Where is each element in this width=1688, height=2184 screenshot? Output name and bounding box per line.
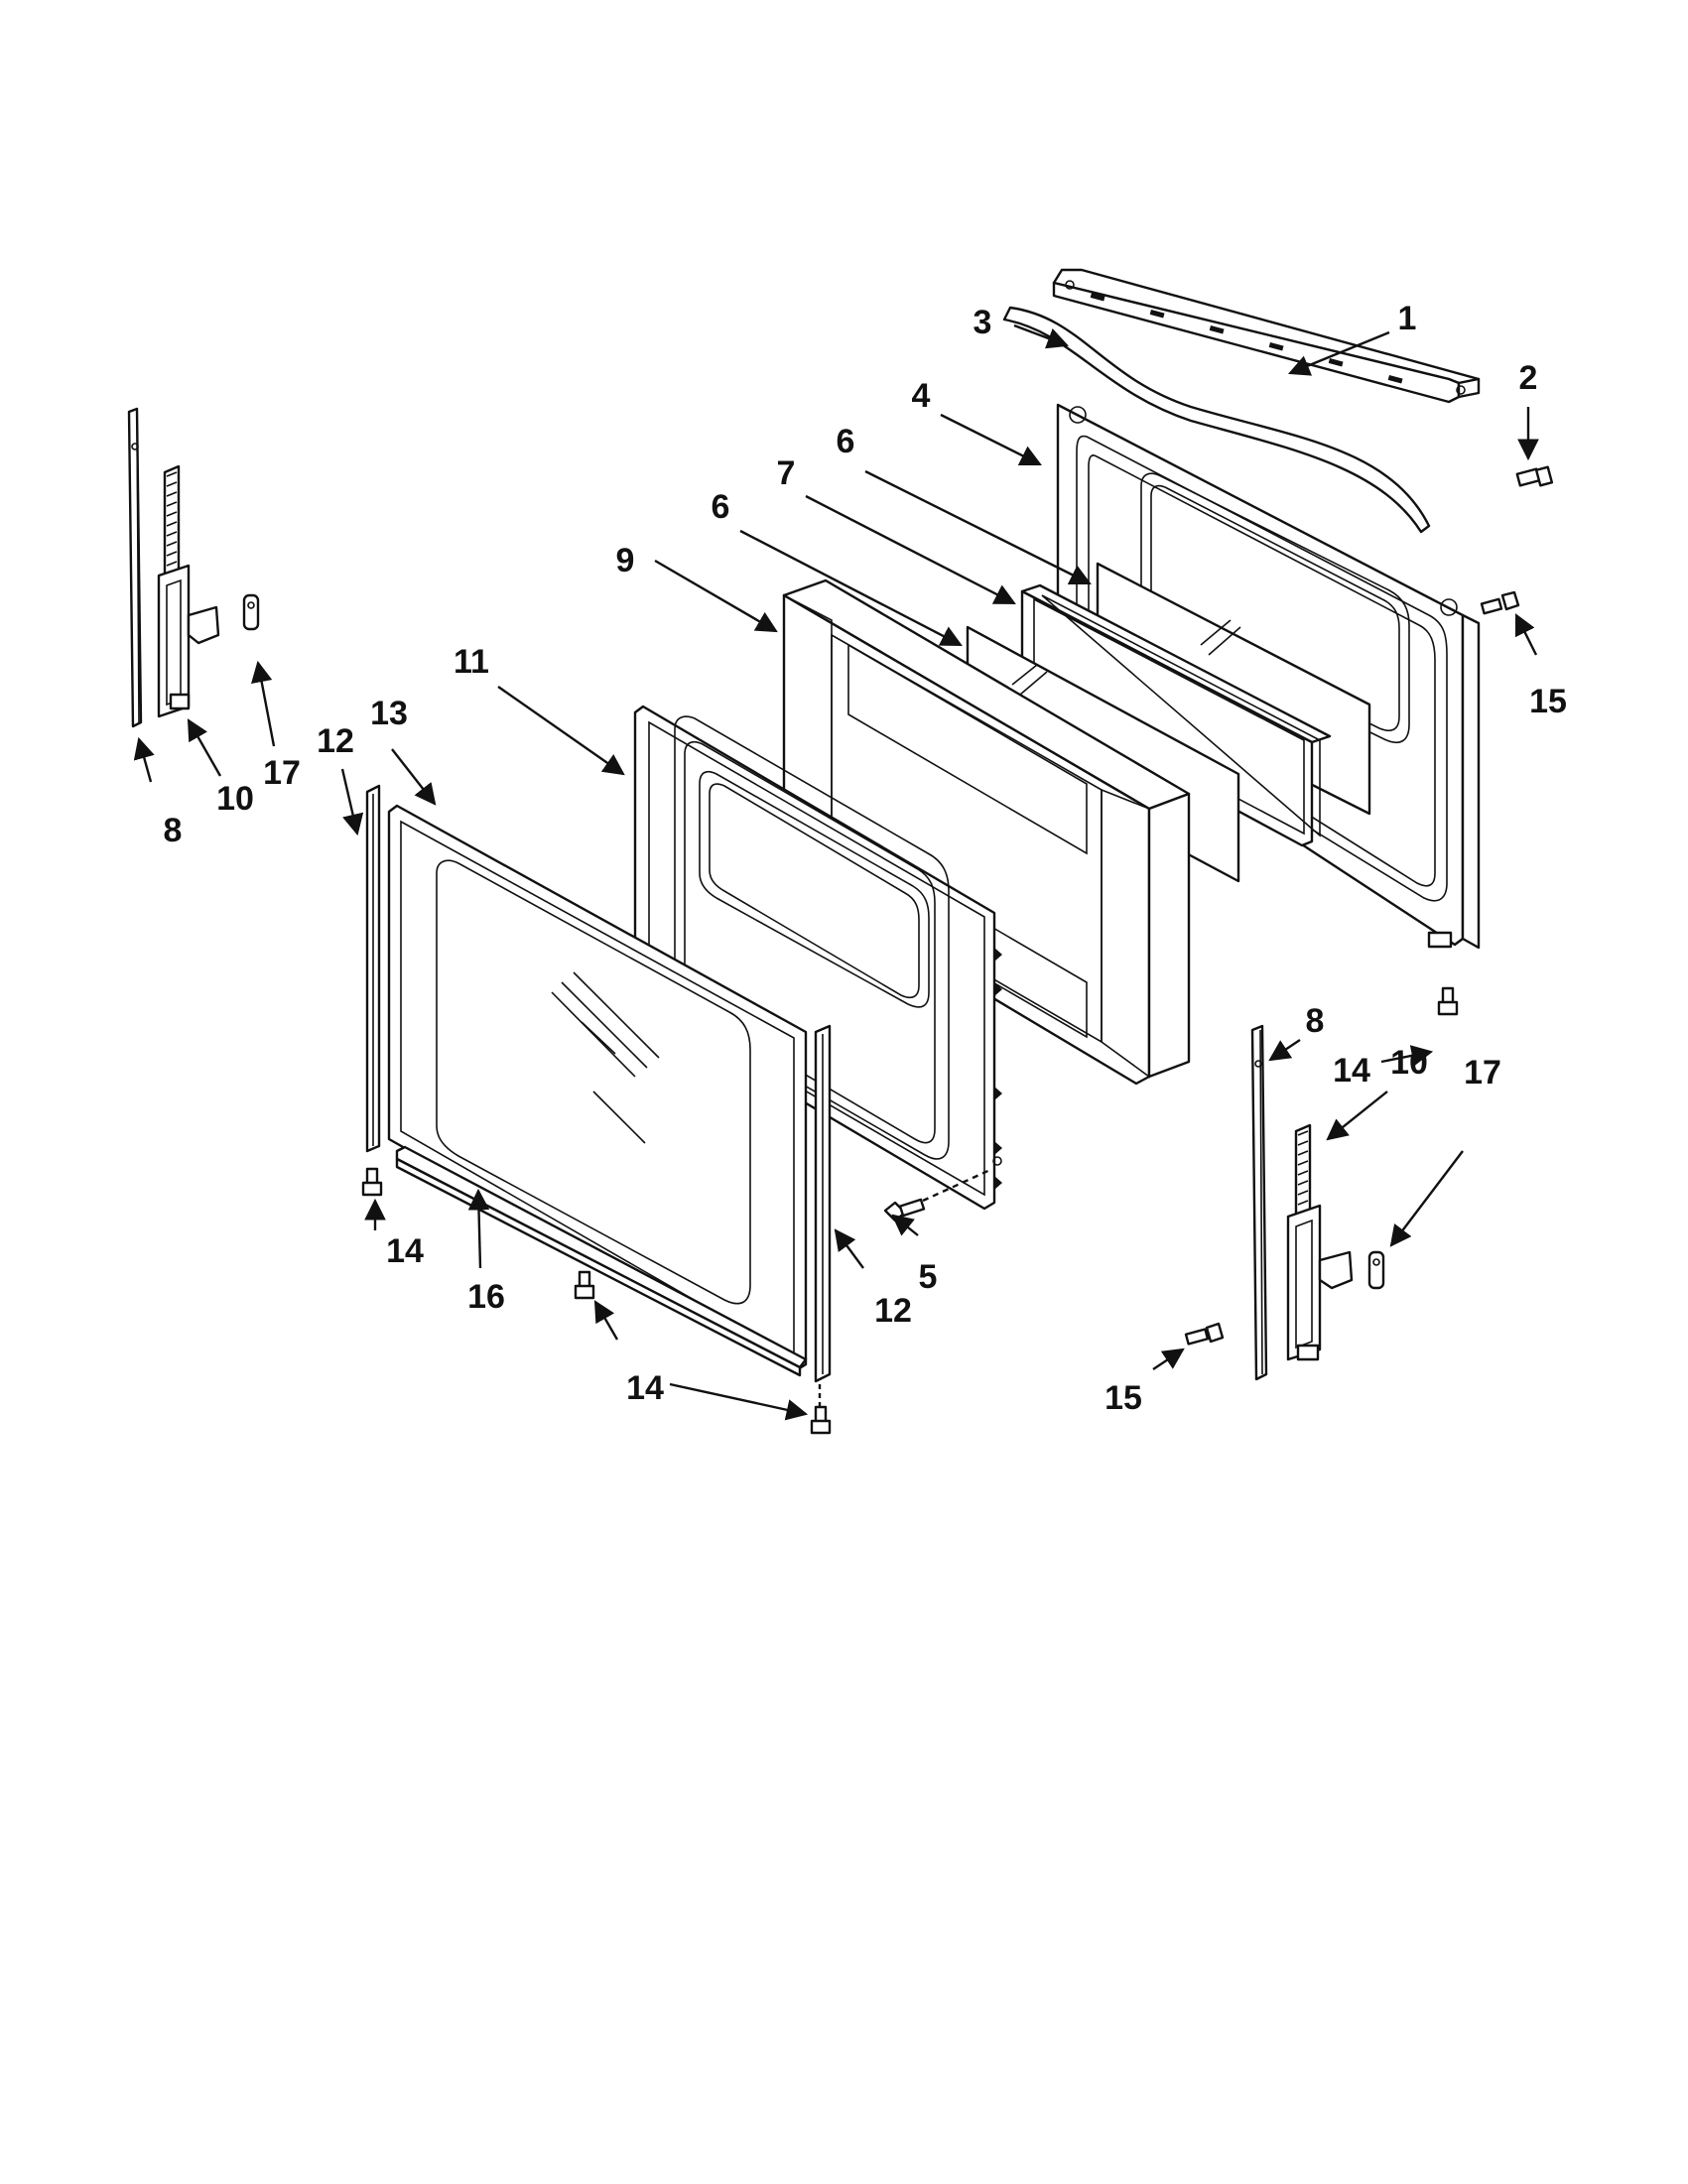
callout-13: 13 bbox=[370, 695, 408, 732]
callout-8-left: 8 bbox=[164, 812, 183, 849]
part-8-hinge-receiver-right bbox=[1250, 1024, 1268, 1381]
callout-16: 16 bbox=[467, 1278, 505, 1316]
callout-11: 11 bbox=[454, 643, 489, 681]
part-15-screw-top bbox=[1480, 590, 1520, 615]
part-9-insulation-frame bbox=[782, 578, 1191, 1086]
callout-15-bottom: 15 bbox=[1104, 1379, 1142, 1417]
callout-14-right: 14 bbox=[1333, 1052, 1370, 1090]
callout-5: 5 bbox=[919, 1258, 938, 1296]
callout-10-left: 10 bbox=[216, 780, 254, 818]
part-15-screw-bottom bbox=[1184, 1322, 1225, 1346]
callout-14-left: 14 bbox=[386, 1232, 424, 1270]
part-14-screw-left bbox=[361, 1167, 383, 1197]
callout-17-right: 17 bbox=[1464, 1054, 1501, 1092]
callout-10-right: 10 bbox=[1390, 1044, 1428, 1082]
part-2-screw bbox=[1515, 465, 1554, 487]
callout-9: 9 bbox=[616, 542, 635, 579]
part-17-clip-right bbox=[1367, 1250, 1385, 1290]
callout-3: 3 bbox=[974, 304, 992, 341]
callout-14-bottom: 14 bbox=[626, 1369, 664, 1407]
callout-7: 7 bbox=[777, 454, 796, 492]
part-16-bottom-trim bbox=[395, 1145, 808, 1377]
part-3-door-handle bbox=[1002, 306, 1431, 534]
callout-17-left: 17 bbox=[263, 754, 301, 792]
part-14-screw-center bbox=[574, 1270, 595, 1300]
callout-6-front: 6 bbox=[712, 488, 730, 526]
part-12-side-trim-left bbox=[365, 784, 381, 1153]
part-10-hinge-left bbox=[157, 464, 220, 718]
part-1-vent-trim bbox=[1052, 268, 1481, 404]
part-12-side-trim-right bbox=[814, 1024, 832, 1383]
callout-12-right: 12 bbox=[874, 1292, 912, 1330]
callout-4: 4 bbox=[912, 377, 931, 415]
callout-12-left: 12 bbox=[317, 722, 354, 760]
part-10-hinge-right bbox=[1286, 1123, 1354, 1361]
part-17-clip-left bbox=[242, 593, 260, 631]
callout-15-top: 15 bbox=[1529, 683, 1567, 720]
callout-8-right: 8 bbox=[1306, 1002, 1325, 1040]
callout-labels: 1 2 3 4 5 6 6 7 8 8 9 10 10 11 12 12 13 … bbox=[164, 300, 1567, 1417]
callout-2: 2 bbox=[1519, 359, 1538, 397]
leader-lines bbox=[133, 323, 1539, 1421]
callout-1: 1 bbox=[1398, 300, 1417, 337]
part-14-screw-bottom bbox=[810, 1384, 832, 1435]
callout-6-rear: 6 bbox=[837, 423, 855, 460]
part-8-hinge-receiver-left bbox=[127, 407, 143, 728]
part-14-screw-right bbox=[1437, 986, 1459, 1016]
